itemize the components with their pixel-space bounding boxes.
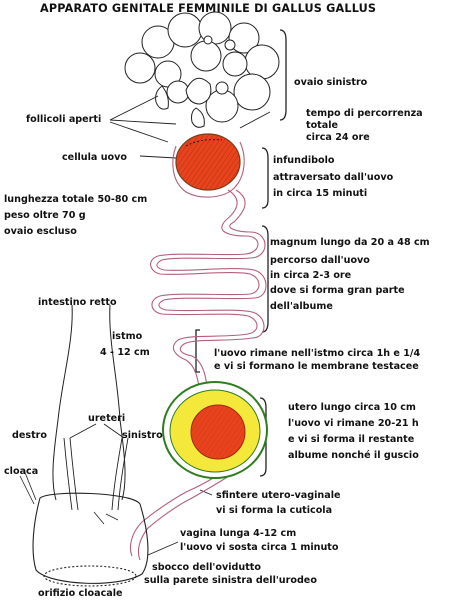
egg-cell xyxy=(175,133,241,191)
label-infundibulum-3: in circa 15 minuti xyxy=(273,188,368,199)
label-open-follicles: follicoli aperti xyxy=(26,114,102,125)
label-magnum-3: in circa 2-3 ore xyxy=(270,270,352,281)
label-magnum-2: percorso dall'uovo xyxy=(270,255,370,266)
leader-lines xyxy=(109,95,271,556)
oviduct-tube xyxy=(129,189,267,561)
diagram-title: APPARATO GENITALE FEMMINILE DI GALLUS GA… xyxy=(40,2,377,15)
label-vagina-1: vagina lunga 4-12 cm xyxy=(180,528,297,539)
intestine xyxy=(52,304,126,501)
label-uterus-1: utero lungo circa 10 cm xyxy=(288,402,416,413)
label-time-2: totale xyxy=(306,120,339,131)
label-time-1: tempo di percorrenza xyxy=(306,108,423,119)
label-sphincter-2: vi si forma la cuticola xyxy=(216,505,333,516)
label-uterus-2: l'uovo vi rimane 20-21 h xyxy=(288,418,419,429)
egg-in-uterus xyxy=(162,381,268,479)
label-left: sinistro xyxy=(122,430,163,441)
label-length-1: lunghezza totale 50-80 cm xyxy=(4,194,148,205)
label-magnum-5: dell'albume xyxy=(270,301,333,312)
label-opening-2: sulla parete sinistra dell'urodeo xyxy=(144,575,317,586)
ovary-cluster xyxy=(124,11,280,128)
label-length-2: peso oltre 70 g xyxy=(4,210,86,221)
label-rectum: intestino retto xyxy=(38,297,117,308)
label-isthmus-egg-1: l'uovo rimane nell'istmo circa 1h e 1/4 xyxy=(214,348,421,359)
label-ureters: ureteri xyxy=(88,413,126,424)
label-egg-cell: cellula uovo xyxy=(62,152,127,163)
infundibulum xyxy=(172,141,245,198)
label-uterus-4: albume nonché il guscio xyxy=(288,450,419,461)
label-infundibulum-2: attraversato dall'uovo xyxy=(273,172,394,183)
label-uterus-3: e vi si forma il restante xyxy=(288,434,415,445)
label-right: destro xyxy=(12,430,47,441)
cloaca xyxy=(19,469,149,587)
label-isthmus-egg-2: e vi si formano le membrane testacee xyxy=(214,361,419,372)
label-ovary-text: ovaio sinistro xyxy=(294,77,368,88)
label-cloaca: cloaca xyxy=(4,466,39,477)
ureters xyxy=(63,423,129,511)
label-opening-1: sbocco dell'ovidutto xyxy=(152,562,261,573)
label-length-3: ovaio escluso xyxy=(4,226,77,237)
label-magnum-4: dove si forma gran parte xyxy=(270,285,405,296)
label-cloacal-orifice: orifizio cloacale xyxy=(38,588,123,599)
label-infundibulum-1: infundibolo xyxy=(273,155,335,166)
label-sphincter-1: sfintere utero-vaginale xyxy=(216,490,341,501)
label-time-3: circa 24 ore xyxy=(306,132,370,143)
label-magnum-1: magnum lungo da 20 a 48 cm xyxy=(270,237,430,248)
label-vagina-2: l'uovo vi sosta circa 1 minuto xyxy=(180,542,339,553)
label-isthmus-2: 4 - 12 cm xyxy=(100,347,150,358)
label-isthmus-1: istmo xyxy=(112,331,143,342)
